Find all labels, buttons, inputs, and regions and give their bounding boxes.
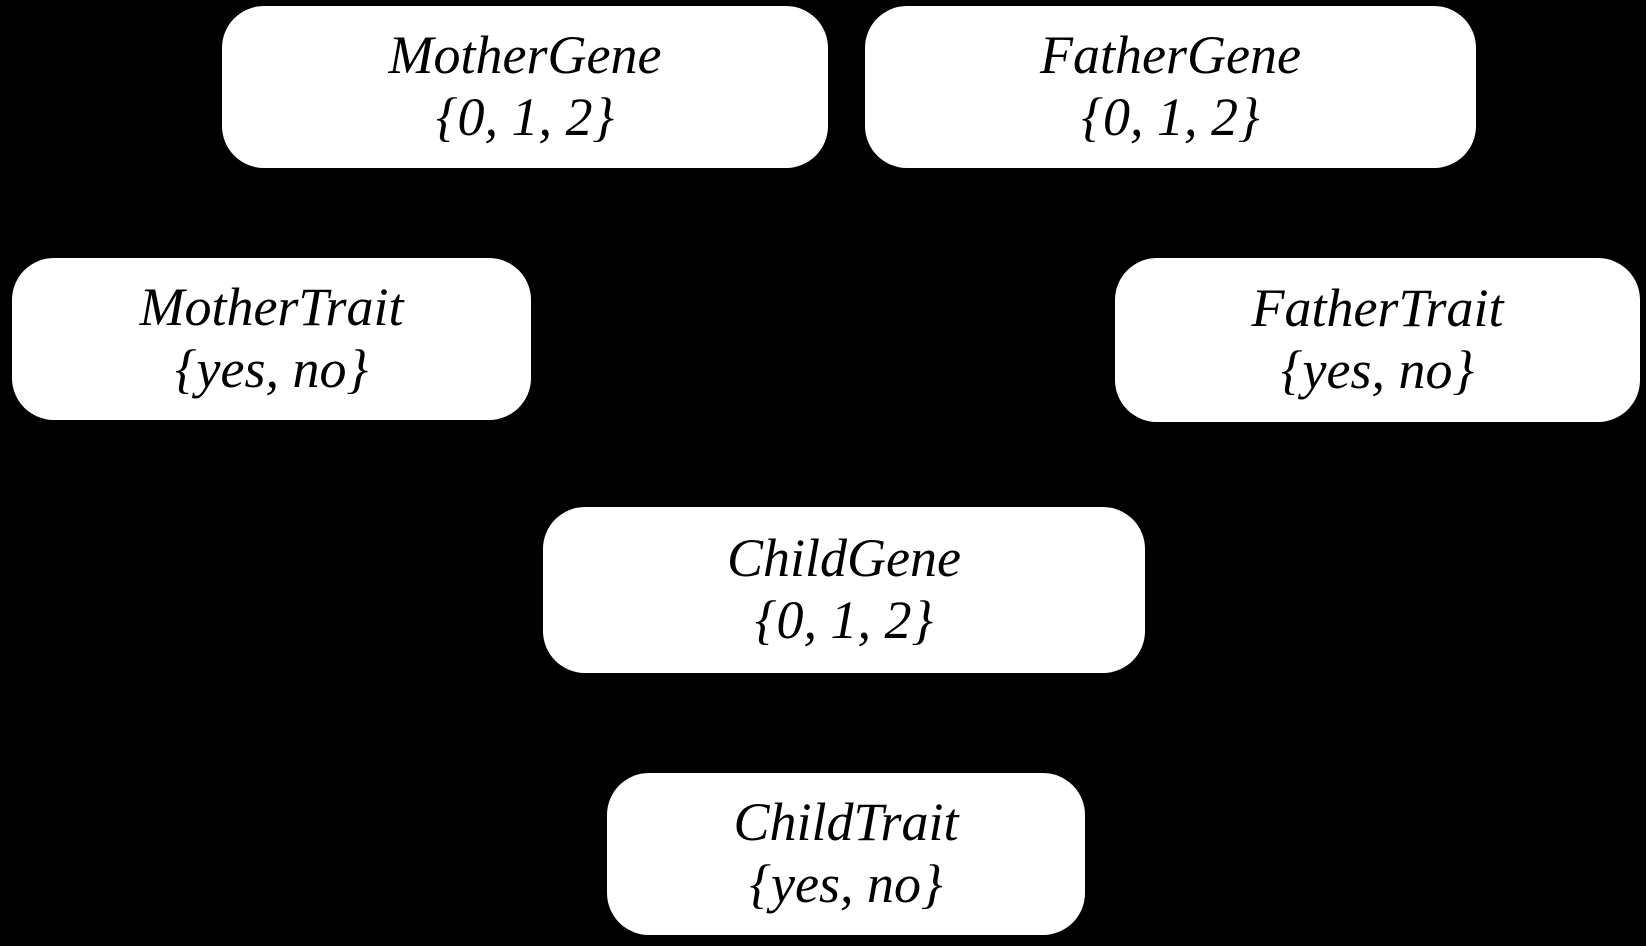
node-mother-gene: MotherGene {0, 1, 2} (222, 6, 828, 168)
node-mother-gene-values: {0, 1, 2} (435, 87, 615, 147)
node-child-gene-label: ChildGene (727, 528, 961, 589)
node-father-gene-label: FatherGene (1040, 25, 1301, 86)
node-child-trait-values: {yes, no} (749, 854, 943, 914)
node-father-gene: FatherGene {0, 1, 2} (865, 6, 1476, 168)
node-child-trait-label: ChildTrait (733, 792, 959, 853)
node-mother-trait: MotherTrait {yes, no} (12, 258, 531, 420)
node-father-gene-values: {0, 1, 2} (1081, 87, 1260, 147)
node-child-trait: ChildTrait {yes, no} (607, 773, 1085, 935)
node-father-trait-label: FatherTrait (1251, 278, 1504, 339)
node-father-trait-values: {yes, no} (1280, 340, 1475, 400)
node-child-gene-values: {0, 1, 2} (754, 590, 934, 650)
node-mother-trait-values: {yes, no} (174, 339, 369, 399)
node-mother-gene-label: MotherGene (388, 25, 662, 86)
node-mother-trait-label: MotherTrait (139, 277, 404, 338)
node-father-trait: FatherTrait {yes, no} (1115, 258, 1640, 422)
node-child-gene: ChildGene {0, 1, 2} (543, 507, 1145, 673)
